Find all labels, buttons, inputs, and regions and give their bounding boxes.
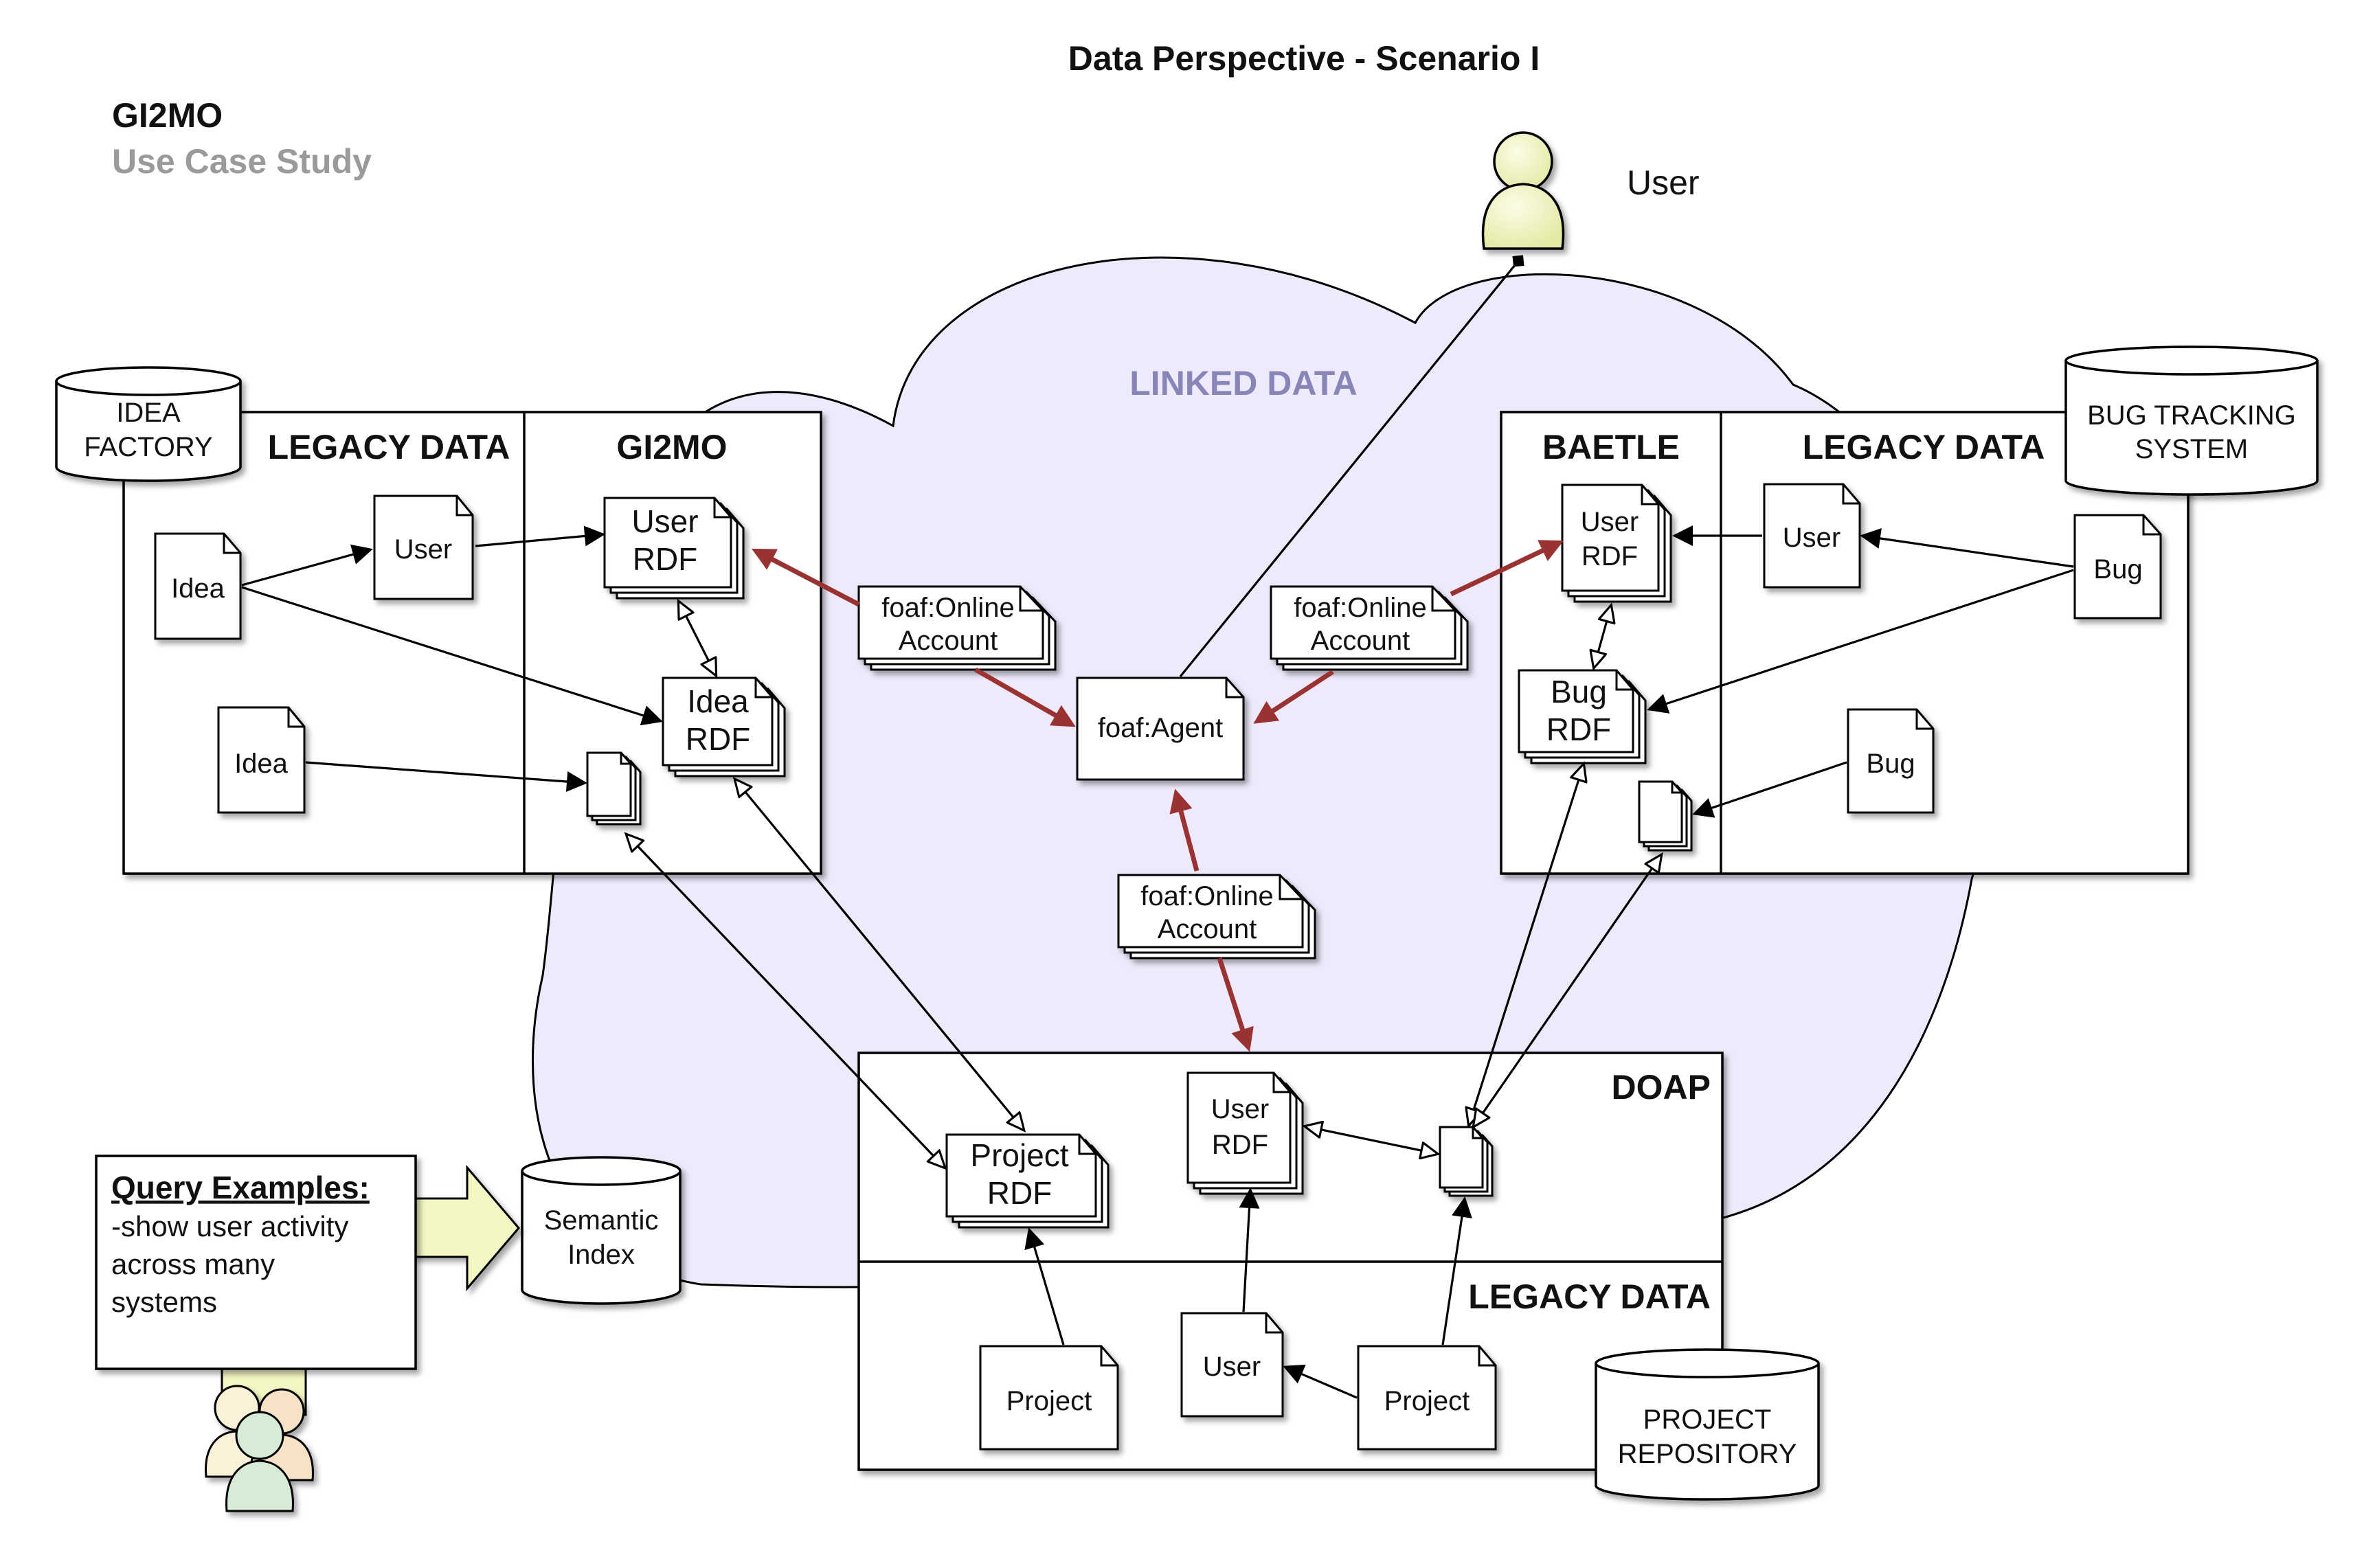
idea-rdf-gi2mo-label-2: RDF [686,721,751,757]
user-rdf-gi2mo-label-1: User [631,503,698,539]
project-rdf-doap-label-1: Project [970,1137,1068,1173]
small-rdf-baetle [1638,780,1693,852]
user-rdf-baetle-label-2: RDF [1581,541,1638,571]
user-doc-left-label: User [394,534,452,565]
user-label: User [1627,163,1700,202]
online-account-bottom-label-1: foaf:Online [1140,881,1273,911]
project-rdf-doap-label-2: RDF [987,1175,1052,1211]
idea-doc-2 [217,706,306,814]
user-doc-left [373,495,474,600]
bug-rdf-baetle-label-2: RDF [1546,712,1612,747]
query-box [95,1155,417,1370]
idea-doc-1-label: Idea [171,573,225,604]
project-subtitle: Use Case Study [112,142,372,181]
idea-doc-1 [154,532,242,640]
semantic-index-db [521,1156,682,1305]
user-icon [1481,131,1565,250]
query-line-1: -show user activity [111,1210,348,1242]
bug-tracking-db [2064,345,2319,496]
idea-rdf-gi2mo [662,677,786,777]
project-name: GI2MO [112,96,223,135]
foaf-agent-label: foaf:Agent [1098,713,1223,743]
online-account-right-label-1: foaf:Online [1294,593,1426,623]
linked-data-label: LINKED DATA [1129,364,1357,402]
idea-factory-label-2: FACTORY [84,432,212,462]
idea-factory-db [55,366,242,482]
project-doc-1 [979,1345,1119,1451]
project-repository-db [1595,1348,1820,1501]
project-repository-label-1: PROJECT [1643,1405,1772,1435]
bug-rdf-baetle-label-1: Bug [1551,674,1607,709]
online-account-right [1270,585,1469,671]
idea-rdf-gi2mo-label-1: Idea [687,683,749,719]
connectors [241,255,2074,1399]
user-doc-bottom-label: User [1203,1352,1261,1382]
user-doc-right [1763,483,1861,589]
idea-factory-label-1: IDEA [116,398,181,428]
bug-doc-2 [1847,708,1935,814]
user-rdf-baetle [1561,484,1672,603]
online-account-right-label-2: Account [1311,626,1410,656]
left-legacy-title: LEGACY DATA [268,428,510,466]
bug-doc-1 [2073,514,2162,620]
left-gi2mo-title: GI2MO [616,428,727,466]
foaf-agent-doc [1076,677,1245,781]
project-doc-1-label: Project [1006,1386,1092,1416]
query-arrow-icon [411,1164,520,1292]
user-doc-right-label: User [1783,523,1840,553]
bug-doc-2-label: Bug [1866,749,1915,779]
idea-doc-2-label: Idea [234,749,289,779]
online-account-bottom [1117,874,1316,959]
project-repository-label-2: REPOSITORY [1618,1439,1797,1469]
online-account-left-label-2: Account [899,626,998,656]
online-account-left [857,585,1057,671]
query-line-2: across many [111,1248,275,1280]
small-rdf-doap [1439,1126,1494,1197]
query-line-3: systems [111,1286,217,1318]
query-title: Query Examples: [111,1170,370,1205]
semantic-index-label-2: Index [567,1240,635,1270]
project-doc-2 [1357,1345,1497,1451]
user-rdf-gi2mo [603,497,745,600]
bug-rdf-baetle [1518,669,1647,764]
user-rdf-doap-label-2: RDF [1212,1130,1268,1160]
project-doc-2-label: Project [1384,1386,1470,1416]
user-group-icon [205,1385,314,1512]
user-rdf-gi2mo-label-2: RDF [633,541,698,577]
user-rdf-doap-label-1: User [1211,1094,1269,1124]
right-baetle-title: BAETLE [1542,428,1680,466]
user-rdf-doap [1186,1071,1304,1195]
project-rdf-doap [945,1133,1110,1229]
online-account-bottom-label-2: Account [1158,914,1257,944]
bottom-legacy-title: LEGACY DATA [1468,1277,1711,1316]
small-rdf-gi2mo [586,751,642,826]
doap-title: DOAP [1612,1068,1711,1106]
bug-tracking-label-1: BUG TRACKING [2087,400,2296,431]
right-legacy-title: LEGACY DATA [1803,428,2045,466]
bug-doc-1-label: Bug [2093,554,2142,584]
diagram-title: Data Perspective - Scenario I [1068,39,1540,78]
user-rdf-baetle-label-1: User [1581,507,1639,537]
semantic-index-label-1: Semantic [544,1205,659,1236]
online-account-left-label-1: foaf:Online [881,593,1014,623]
bug-tracking-label-2: SYSTEM [2135,434,2248,464]
user-doc-bottom [1180,1312,1284,1418]
